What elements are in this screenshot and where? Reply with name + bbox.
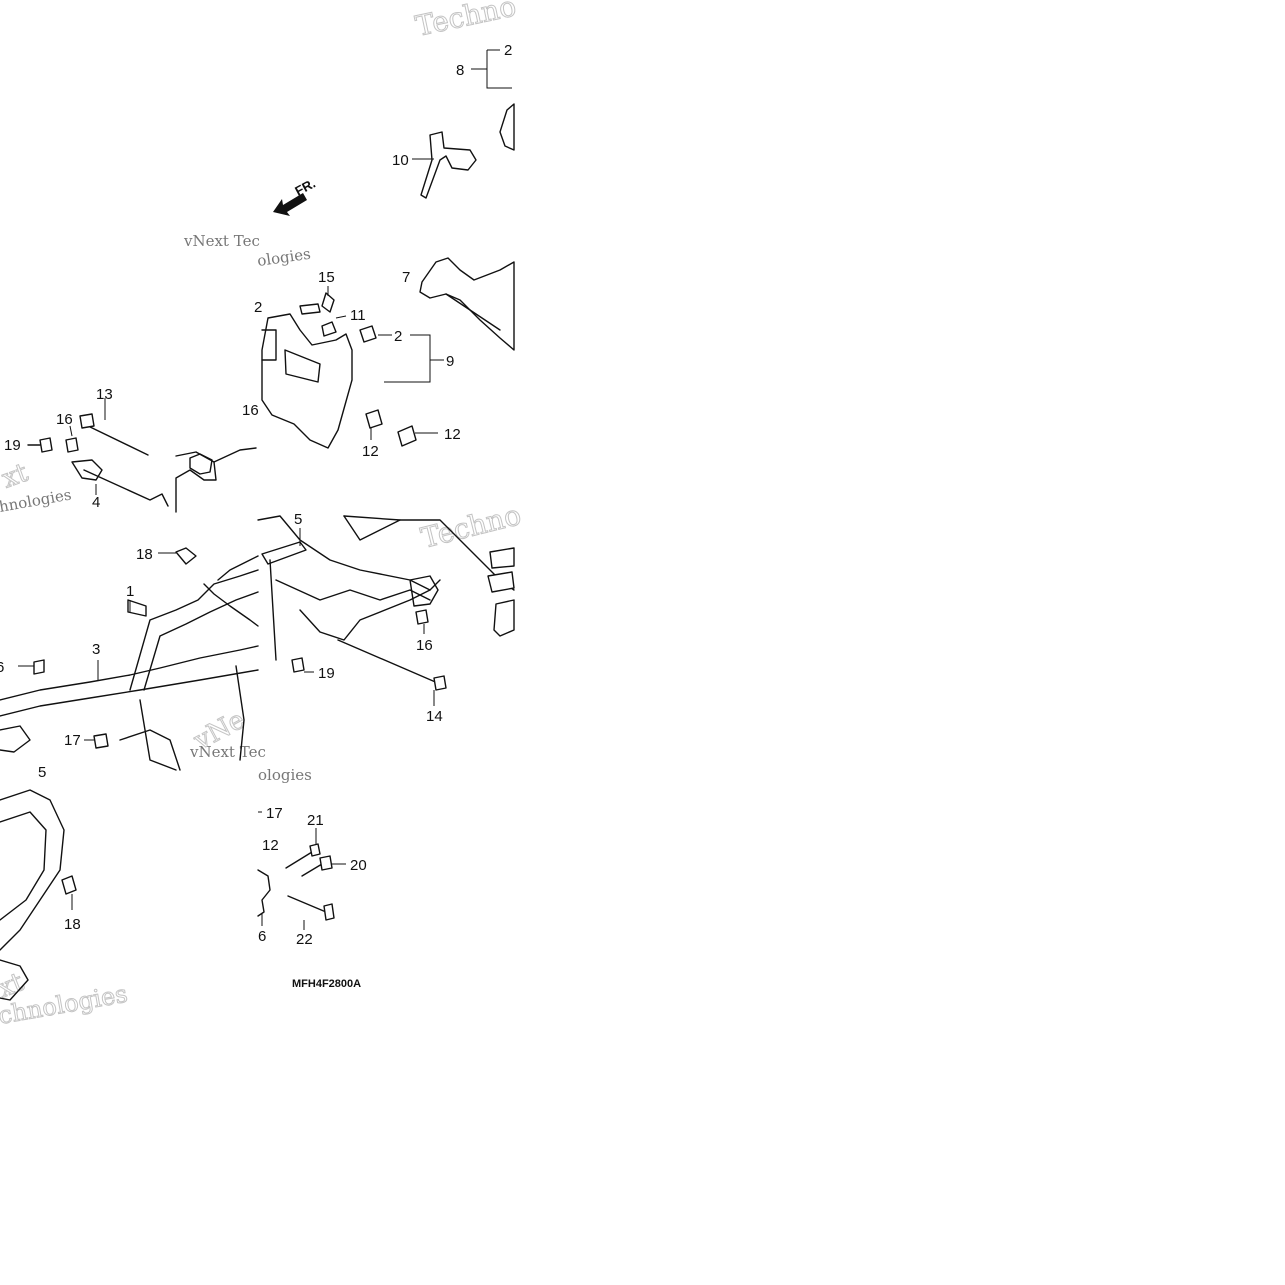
callout-label: 12 (444, 426, 461, 443)
callout-label: 9 (446, 353, 454, 370)
callout-label: 17 (64, 732, 81, 749)
callout-label: 20 (350, 857, 367, 874)
callout-label: 1 (126, 583, 134, 600)
watermark-text: ologies (258, 766, 312, 784)
callout-label: 17 (266, 805, 283, 822)
watermark-text: vNext Tec (183, 232, 260, 250)
watermark-text: vNext Tec (189, 743, 266, 761)
callout-label: 15 (318, 269, 335, 286)
watermark-text: Techno (418, 498, 525, 555)
callout-label: 12 (362, 443, 379, 460)
callout-label: 11 (350, 307, 366, 324)
callout-label: 16 (416, 637, 433, 654)
callout-label: 12 (262, 837, 279, 854)
watermark-layer: Techno vNext Tec ologies xt hnologies Te… (0, 0, 525, 1030)
callout-label: 4 (92, 494, 100, 511)
callout-label: 6 (0, 659, 4, 676)
callout-label: 14 (426, 708, 443, 725)
callout-label: 8 (456, 62, 464, 79)
callout-label: 19 (4, 437, 21, 454)
callout-label: 16 (56, 411, 73, 428)
callout-label: 16 (242, 402, 259, 419)
callout-label: 6 (258, 928, 266, 945)
callout-label: 22 (296, 931, 313, 948)
watermark-text: Techno (413, 0, 519, 43)
part-group-bolts (257, 811, 346, 930)
part-group-cover (261, 286, 444, 449)
callout-label: 10 (392, 152, 409, 169)
frame-top-right (419, 257, 515, 351)
callout-label: 7 (402, 269, 410, 286)
callout-label: 2 (394, 328, 402, 345)
callout-label: 21 (307, 812, 324, 829)
callout-label: 2 (504, 42, 512, 59)
frame-main (0, 547, 259, 1001)
callout-label: 18 (136, 546, 153, 563)
callout-label: 2 (254, 299, 262, 316)
callout-labels: 2 8 10 7 15 2 11 2 9 16 12 12 13 16 19 4… (0, 42, 512, 948)
frame-right-middle (257, 515, 515, 706)
callout-label: 5 (38, 764, 46, 781)
part-group-top (412, 49, 515, 199)
callout-label: 13 (96, 386, 113, 403)
callout-label: 19 (318, 665, 335, 682)
callout-label: 3 (92, 641, 100, 658)
direction-arrow: FR. (273, 176, 318, 216)
part-group-left (27, 398, 257, 513)
watermark-text: xt (0, 458, 33, 495)
callout-label: 18 (64, 916, 81, 933)
diagram-code: MFH4F2800A (292, 978, 361, 990)
watermark-text: ologies (256, 245, 312, 270)
callout-label: 5 (294, 511, 302, 528)
direction-label: FR. (292, 176, 318, 199)
